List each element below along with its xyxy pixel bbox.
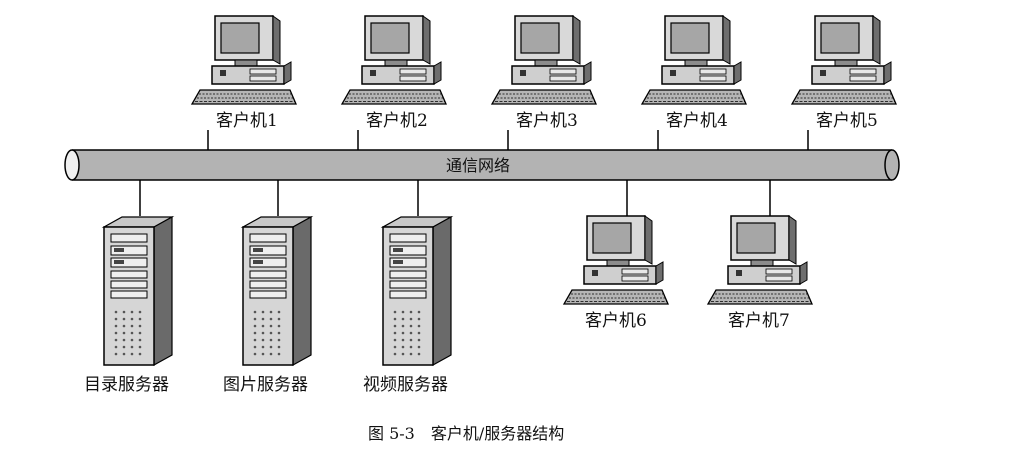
client-1-label: 客户机1	[216, 111, 278, 131]
client-7-label: 客户机7	[728, 311, 790, 331]
client-4-computer-icon	[641, 15, 747, 105]
network-bus	[64, 149, 900, 181]
client-3-label: 客户机3	[516, 111, 578, 131]
network-label: 通信网络	[446, 156, 511, 175]
video-server-label: 视频服务器	[363, 375, 448, 395]
client-6-label: 客户机6	[585, 311, 647, 331]
directory-server-label: 目录服务器	[84, 375, 169, 395]
video-server-icon	[382, 216, 452, 366]
bottom-connectors	[139, 180, 771, 216]
top-connectors	[207, 130, 809, 150]
client-2-label: 客户机2	[366, 111, 428, 131]
figure-caption: 图 5-3 客户机/服务器结构	[368, 424, 565, 443]
client-5-label: 客户机5	[816, 111, 878, 131]
client-2-computer-icon	[341, 15, 447, 105]
image-server-icon	[242, 216, 312, 366]
client-3-computer-icon	[491, 15, 597, 105]
client-7-computer-icon	[707, 215, 813, 305]
client-4-label: 客户机4	[666, 111, 728, 131]
directory-server-icon	[103, 216, 173, 366]
client-6-computer-icon	[563, 215, 669, 305]
image-server-label: 图片服务器	[223, 375, 308, 395]
client-1-computer-icon	[191, 15, 297, 105]
client-5-computer-icon	[791, 15, 897, 105]
